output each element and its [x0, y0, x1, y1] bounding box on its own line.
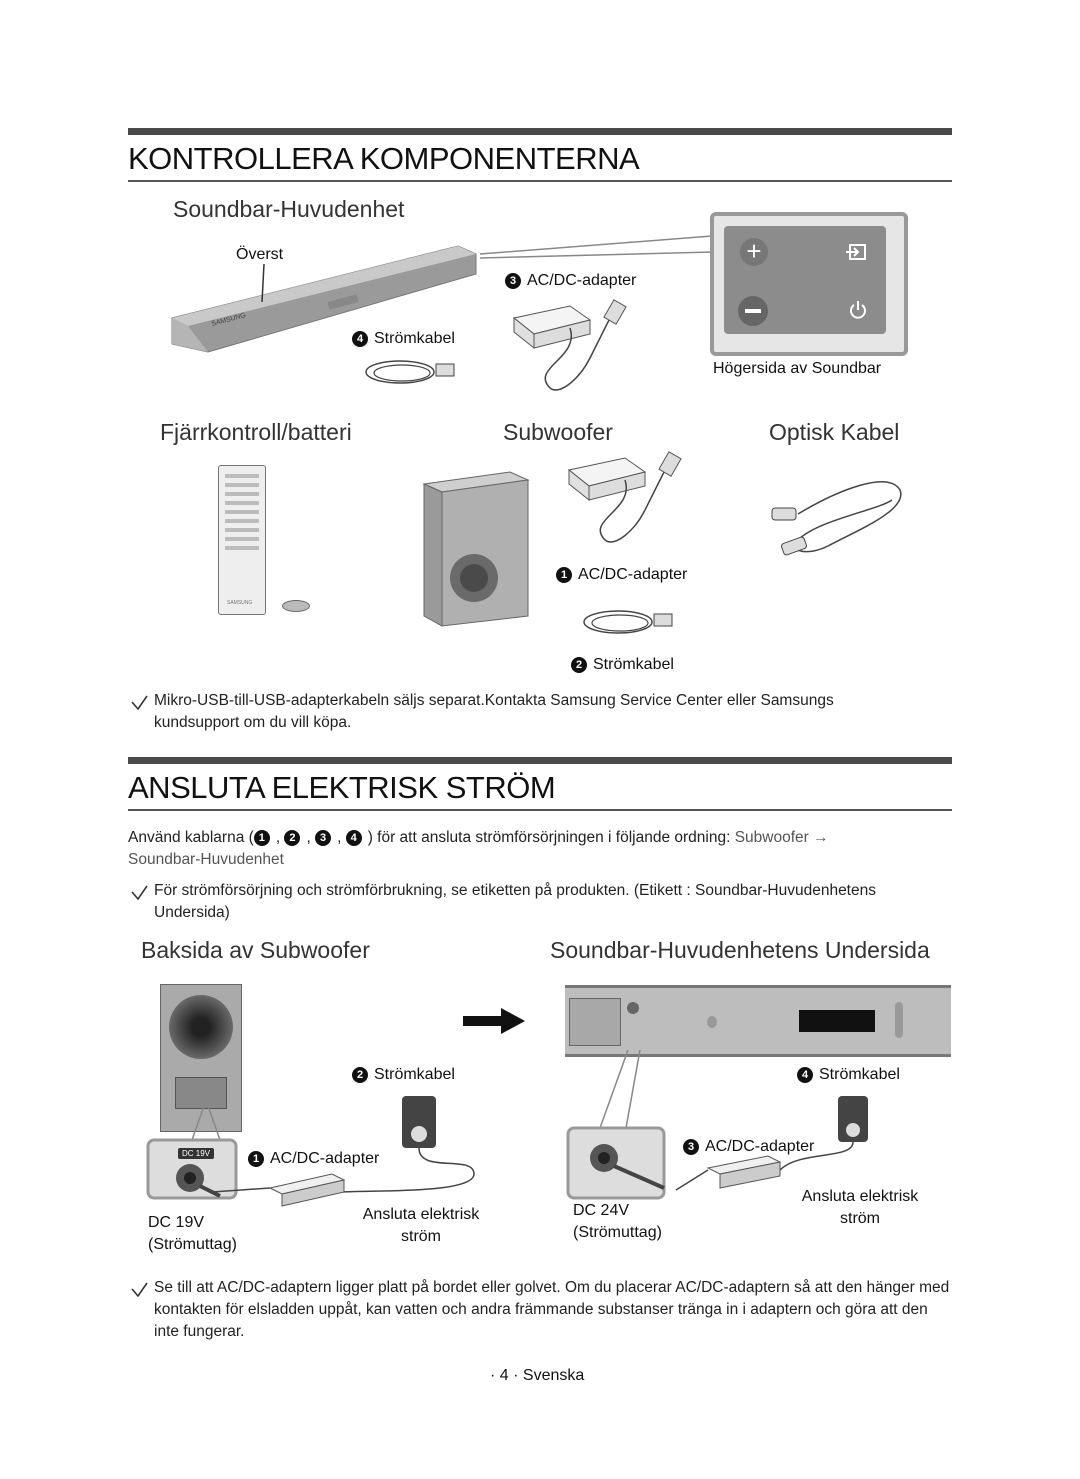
- section-title-power: ANSLUTA ELEKTRISK STRÖM: [128, 770, 556, 805]
- page-number: · 4 · Svenska: [490, 1367, 585, 1384]
- number-badge: 4: [352, 331, 368, 347]
- power-cable-icon: [583, 610, 673, 634]
- optical-heading: Optisk Kabel: [769, 419, 900, 445]
- section-rule-top: [128, 128, 952, 135]
- ac-dc-adapter-icon: [512, 299, 627, 391]
- section-rule-bottom: [128, 180, 952, 182]
- label-right-side: Högersida av Soundbar: [713, 360, 882, 377]
- note-usb-adapter: Mikro-USB-till-USB-adapterkabeln säljs s…: [130, 690, 890, 734]
- soundbar-illustration: SAMSUNG: [171, 245, 477, 353]
- button-panel-frame: +: [710, 212, 908, 356]
- label-top: Överst: [236, 246, 284, 263]
- number-badge: 2: [284, 830, 301, 846]
- section-rule-bottom: [128, 809, 952, 811]
- number-badge: 3: [315, 830, 332, 846]
- subwoofer-icon: [422, 471, 530, 627]
- dc-callout-frame: [566, 1049, 666, 1200]
- soundbar-bottom-illustration: [565, 985, 951, 1057]
- label-outlet-19v: (Strömuttag): [148, 1236, 237, 1253]
- note-adapter-placement: Se till att AC/DC-adaptern ligger platt …: [130, 1277, 954, 1343]
- subwoofer-connection: [211, 1096, 475, 1207]
- label-connect-power: Ansluta elektrisk: [362, 1206, 480, 1223]
- number-badge: 2: [571, 657, 587, 673]
- dc-callout-frame: [146, 1105, 238, 1200]
- number-badge: 3: [505, 273, 521, 289]
- subwoofer-heading: Subwoofer: [503, 419, 613, 445]
- number-badge: 4: [797, 1067, 813, 1083]
- label-connect-power-2: ström: [840, 1210, 880, 1227]
- dc-badge: DC 19V: [178, 1148, 215, 1159]
- optical-cable-icon: [771, 481, 902, 556]
- label-outlet-24v: (Strömuttag): [573, 1224, 662, 1241]
- remote-control-icon: SAMSUNG: [218, 465, 266, 615]
- power-icon[interactable]: [848, 300, 868, 320]
- section-rule-top: [128, 757, 952, 764]
- check-icon: [131, 695, 148, 711]
- section-title-components: KONTROLLERA KOMPONENTERNA: [128, 141, 640, 176]
- power-intro: Använd kablarna (1, 2, 3, 4) för att ans…: [128, 829, 829, 868]
- button-panel: +: [724, 226, 886, 334]
- number-badge: 4: [345, 830, 362, 846]
- number-badge: 3: [683, 1139, 699, 1155]
- callout-lines: [479, 235, 713, 259]
- number-badge: 2: [352, 1067, 368, 1083]
- arrow-right-icon: [463, 1008, 525, 1034]
- remote-heading: Fjärrkontroll/batteri: [160, 419, 352, 445]
- soundbar-heading: Soundbar-Huvudenhet: [173, 196, 405, 222]
- label-dc-19v: DC 19V: [148, 1214, 205, 1231]
- power-cable-icon: [365, 360, 455, 384]
- subwoofer-back-heading: Baksida av Subwoofer: [141, 937, 370, 963]
- subwoofer-back-illustration: [160, 984, 242, 1132]
- check-icon: [131, 1282, 148, 1298]
- input-source-icon[interactable]: [846, 242, 868, 264]
- number-badge: 1: [248, 1151, 264, 1167]
- battery-icon: [282, 600, 310, 612]
- ac-dc-adapter-icon: [567, 451, 682, 543]
- note-power-label: För strömförsörjning och strömförbruknin…: [130, 880, 930, 924]
- label-dc-24v: DC 24V: [573, 1202, 630, 1219]
- label-connect-power-2: ström: [401, 1228, 441, 1245]
- soundbar-bottom-heading: Soundbar-Huvudenhetens Undersida: [550, 937, 930, 963]
- number-badge: 1: [253, 830, 270, 846]
- number-badge: 1: [556, 567, 572, 583]
- volume-down-icon[interactable]: [738, 296, 768, 326]
- check-icon: [131, 885, 148, 901]
- remote-logo: SAMSUNG: [227, 600, 253, 606]
- label-connect-power: Ansluta elektrisk: [801, 1188, 919, 1205]
- soundbar-connection: [675, 1096, 868, 1191]
- volume-up-icon[interactable]: +: [740, 238, 768, 266]
